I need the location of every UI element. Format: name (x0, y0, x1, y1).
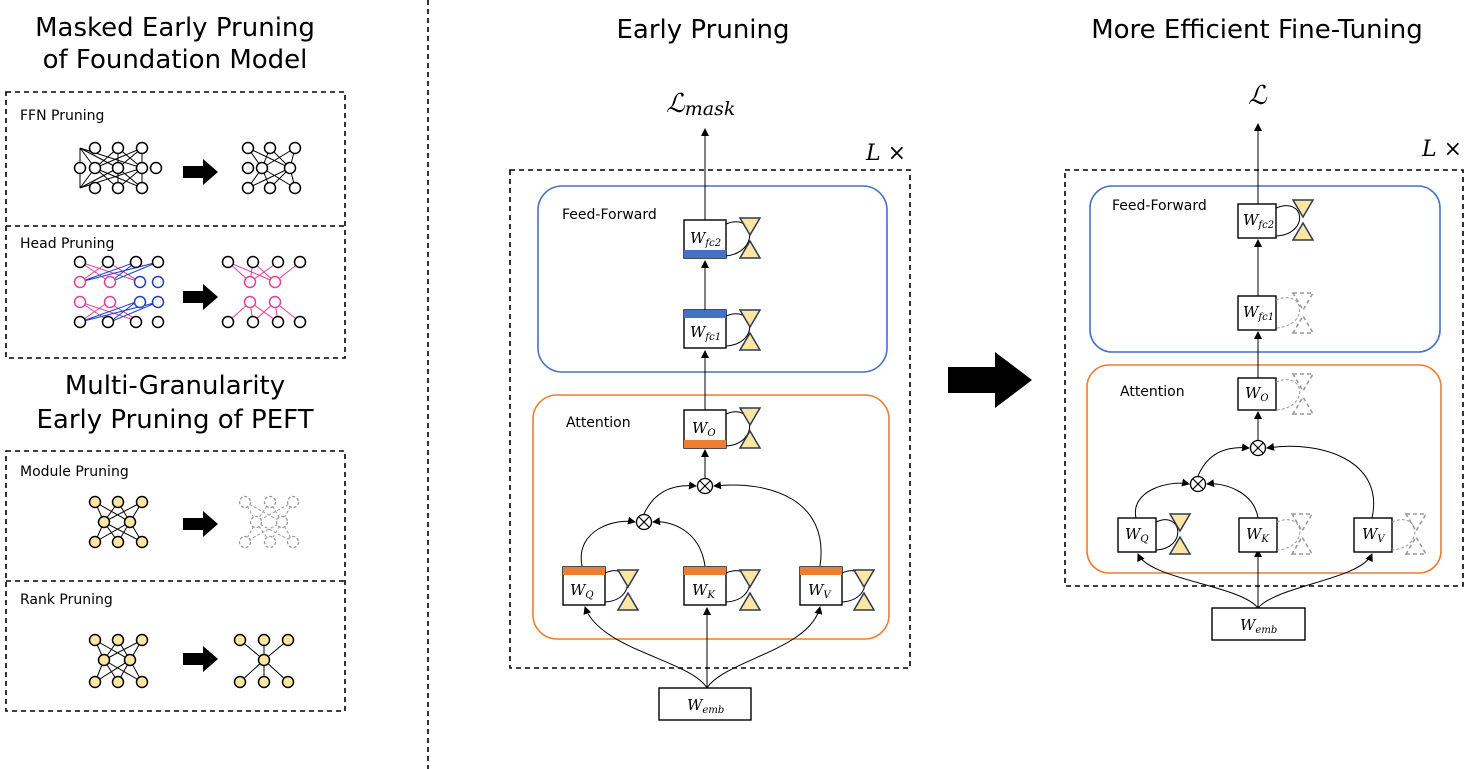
layer-box-middle (509, 169, 911, 669)
rank-network-after (233, 633, 295, 689)
multiply-node-bottom-right (1189, 475, 1207, 493)
pruned-adapter-v-right (1405, 513, 1427, 555)
ffn-block-middle (537, 185, 888, 373)
head-pruning-label: Head Pruning (20, 236, 114, 252)
multiply-node-top-middle (696, 477, 714, 495)
attn-block-right (1086, 364, 1442, 574)
wk-block-right: WK (1238, 517, 1278, 553)
efficient-finetuning-title: More Efficient Fine-Tuning (1091, 15, 1423, 45)
attn-label-right: Attention (1120, 384, 1185, 400)
svg-text:WV: WV (808, 581, 832, 601)
peft-title-line1: Multi-Granularity (65, 371, 285, 401)
wq-block-right: WQ (1117, 517, 1157, 553)
wq-block-middle: WQ (562, 566, 606, 606)
wemb-block-right: Wemb (1211, 607, 1306, 641)
wo-block-middle: WO (683, 409, 727, 449)
ffn-label-right: Feed-Forward (1112, 198, 1207, 214)
wfc1-block-middle: Wfc1 (683, 309, 727, 349)
module-network-before (88, 495, 149, 549)
lora-adapter-fc1-middle (739, 309, 761, 351)
peft-title-line2: Early Pruning of PEFT (36, 405, 313, 435)
module-pruning-label: Module Pruning (20, 464, 129, 480)
module-network-after (238, 495, 300, 549)
arrow-module (183, 511, 218, 537)
pruned-adapter-fc1-right (1292, 292, 1314, 334)
wfc2-block-right: Wfc2 (1237, 203, 1277, 239)
wfc2-block-middle: Wfc2 (683, 219, 727, 259)
left-title-line2: of Foundation Model (43, 45, 308, 75)
wv-block-middle: WV (799, 566, 843, 606)
loss-right: ℒ (1248, 81, 1268, 111)
lora-adapter-fc2-right (1292, 199, 1314, 241)
svg-text:WQ: WQ (1125, 525, 1149, 545)
svg-text:WK: WK (692, 581, 715, 601)
ffn-block-right (1089, 185, 1441, 353)
wv-block-right: WV (1353, 517, 1393, 553)
svg-text:WQ: WQ (570, 581, 594, 601)
wfc1-block-right: Wfc1 (1237, 295, 1277, 331)
layer-box-right (1064, 169, 1464, 587)
arrow-ffn (183, 159, 218, 185)
rank-network-before (88, 633, 149, 689)
lora-adapter-v-middle (853, 569, 875, 611)
arrow-head (183, 284, 218, 310)
multiply-node-top-right (1249, 439, 1267, 457)
layers-count-right: L × (1421, 137, 1462, 162)
lora-adapter-fc2-middle (739, 217, 761, 259)
svg-text:Wemb: Wemb (1240, 616, 1277, 636)
wk-block-middle: WK (683, 566, 727, 606)
svg-text:WV: WV (1362, 525, 1386, 545)
lora-adapter-q-middle (617, 569, 639, 611)
svg-text:Wfc1: Wfc1 (690, 323, 721, 343)
left-panel: Masked Early Pruning of Foundation Model… (5, 13, 346, 712)
ffn-pruning-label: FFN Pruning (20, 108, 104, 124)
head-network-after (221, 255, 307, 329)
svg-text:WO: WO (1245, 384, 1269, 404)
head-network-before (73, 255, 165, 329)
ffn-network-before (73, 141, 163, 195)
loss-mask: ℒmask (666, 89, 735, 120)
ffn-network-after (241, 141, 302, 195)
right-panel: More Efficient Fine-Tuning ℒ L × Feed-Fo… (1064, 15, 1464, 641)
svg-text:Wemb: Wemb (687, 696, 724, 716)
layers-count-middle: L × (865, 141, 906, 166)
wo-block-right: WO (1237, 377, 1277, 411)
svg-text:Wfc1: Wfc1 (1243, 303, 1274, 323)
arrow-rank (183, 646, 218, 672)
multiply-node-bottom-middle (635, 513, 653, 531)
attn-block-middle (532, 394, 890, 640)
lora-adapter-q-right (1169, 513, 1191, 555)
svg-text:Wfc2: Wfc2 (1243, 211, 1274, 231)
middle-panel: Early Pruning ℒmask L × Feed-Forward Att… (509, 15, 911, 721)
big-transition-arrow (948, 352, 1032, 408)
peft-pruning-box (5, 450, 346, 712)
wemb-block-middle: Wemb (658, 687, 752, 721)
svg-text:WO: WO (692, 419, 716, 439)
left-title-line1: Masked Early Pruning (35, 13, 315, 43)
pruned-adapter-k-right (1291, 513, 1313, 555)
attn-label-middle: Attention (566, 415, 631, 431)
ffn-label-middle: Feed-Forward (562, 207, 657, 223)
rank-pruning-label: Rank Pruning (20, 592, 113, 608)
pruned-adapter-o-right (1292, 373, 1314, 415)
fm-pruning-box (5, 91, 346, 359)
early-pruning-title: Early Pruning (617, 15, 790, 45)
svg-text:WK: WK (1246, 525, 1269, 545)
svg-text:Wfc2: Wfc2 (690, 229, 721, 249)
lora-adapter-k-middle (739, 569, 761, 611)
